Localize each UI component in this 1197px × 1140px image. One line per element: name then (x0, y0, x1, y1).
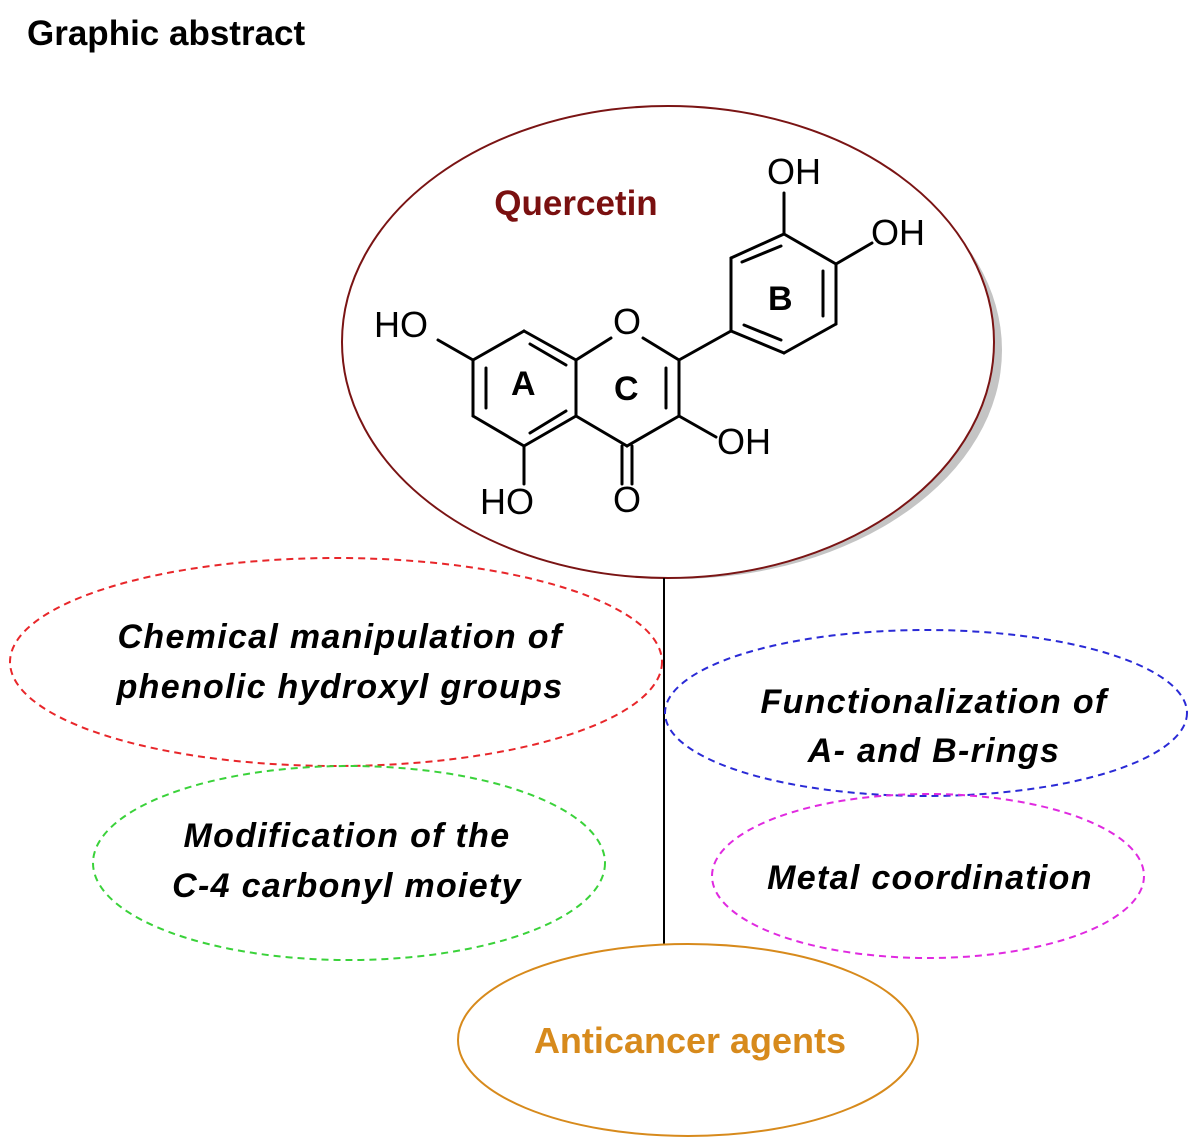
ring-label-a: A (511, 365, 536, 403)
strategy-carbonyl-line2: C-4 carbonyl moiety (172, 867, 522, 905)
ring-label-c: C (614, 370, 639, 408)
strategy-metal-line1: Metal coordination (767, 859, 1093, 897)
strategy-phenolic-line2: phenolic hydroxyl groups (116, 668, 564, 706)
atom-label-5-ho: HO (480, 481, 534, 522)
atom-label-4prime-oh: OH (871, 212, 925, 253)
strategy-ellipse-carbonyl (92, 765, 606, 961)
atom-label-carbonyl-oxygen: O (613, 479, 641, 520)
atom-label-7-ho: HO (374, 304, 428, 345)
strategy-ellipse-rings (664, 629, 1188, 797)
atom-label-3-oh: OH (717, 421, 771, 462)
strategy-rings-line2: A- and B-rings (807, 732, 1060, 770)
outcome-ellipse (457, 943, 919, 1137)
quercetin-ellipse (341, 105, 995, 579)
strategy-ellipse-phenolic (9, 557, 663, 767)
strategy-ellipse-metal (711, 793, 1145, 959)
strategy-phenolic-line1: Chemical manipulation of (118, 618, 565, 656)
strategy-carbonyl-line1: Modification of the (184, 817, 511, 855)
ring-label-b: B (768, 280, 793, 318)
outcome-label: Anticancer agents (534, 1020, 846, 1061)
page-title: Graphic abstract (27, 14, 305, 53)
molecule-name: Quercetin (494, 184, 657, 223)
strategy-rings-line1: Functionalization of (760, 683, 1109, 721)
atom-label-ring-oxygen: O (613, 301, 641, 342)
atom-label-3prime-oh: OH (767, 151, 821, 192)
quercetin-structure: HO HO O O OH OH OH A B C (374, 151, 925, 522)
